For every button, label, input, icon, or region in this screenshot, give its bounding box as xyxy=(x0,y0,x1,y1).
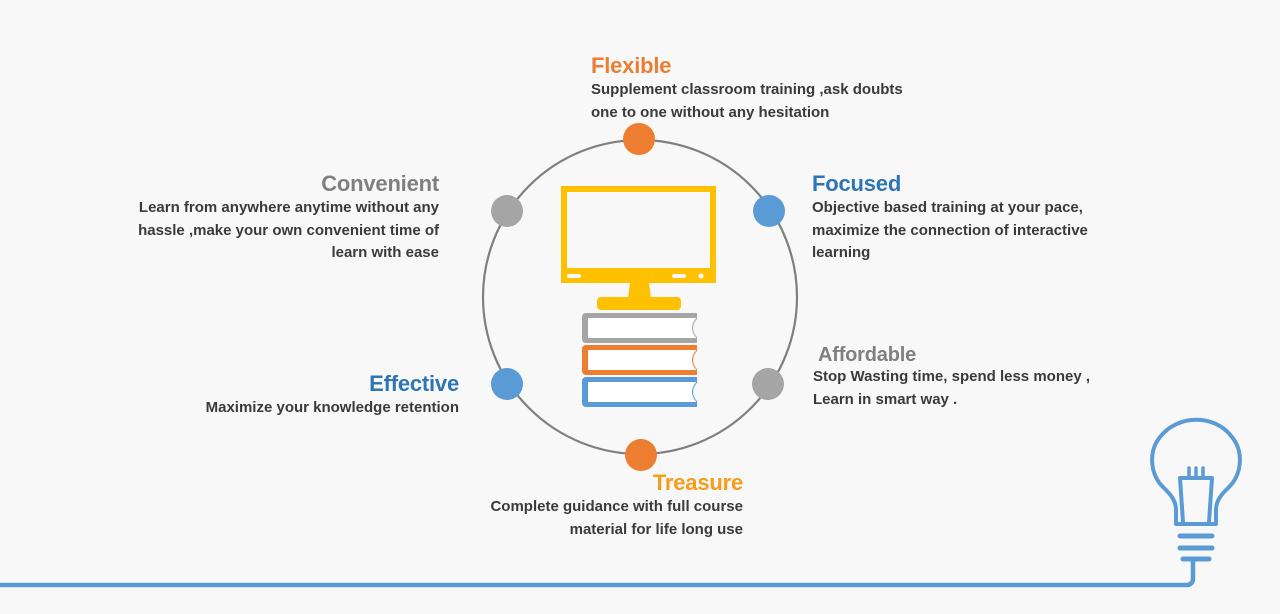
description-line: Stop Wasting time, spend less money , xyxy=(813,368,1090,385)
description-line: Supplement classroom training ,ask doubt… xyxy=(591,81,903,98)
description-line: one to one without any hesitation xyxy=(591,103,830,121)
feature-description: Stop Wasting time, spend less money , Le… xyxy=(813,366,1090,411)
feature-title: Convenient xyxy=(321,171,439,196)
description-line: hassle ,make your own convenient time of xyxy=(138,221,439,239)
wire-line xyxy=(0,560,1196,588)
blue-book-icon xyxy=(582,377,698,407)
node-affordable xyxy=(752,368,784,400)
feature-title: Flexible xyxy=(591,53,672,78)
gray-book-icon xyxy=(582,313,698,343)
feature-description: Maximize your knowledge retention xyxy=(206,397,459,420)
description-line: Complete guidance with full course xyxy=(490,498,743,515)
light-bulb-icon xyxy=(1150,417,1242,562)
node-treasure xyxy=(625,439,657,471)
node-effective xyxy=(491,368,523,400)
feature-effective: Effective Maximize your knowledge retent… xyxy=(206,371,460,420)
feature-convenient: Convenient Learn from anywhere anytime w… xyxy=(138,171,439,265)
node-convenient xyxy=(491,195,523,227)
description-line: learn with ease xyxy=(331,244,439,261)
feature-title: Affordable xyxy=(818,344,917,366)
description-line: Learn from anywhere anytime without any xyxy=(138,199,439,216)
feature-focused: Focused Objective based training at your… xyxy=(812,171,1088,265)
monitor-icon xyxy=(561,186,716,310)
feature-description: Complete guidance with full course mater… xyxy=(490,496,743,541)
description-line: learning xyxy=(812,244,871,261)
feature-title: Treasure xyxy=(652,470,743,495)
feature-affordable: Affordable Stop Wasting time, spend less… xyxy=(813,344,1090,411)
feature-description: Objective based training at your pace, m… xyxy=(812,197,1088,265)
feature-treasure: Treasure Complete guidance with full cou… xyxy=(490,470,743,541)
feature-description: Learn from anywhere anytime without any … xyxy=(138,197,439,265)
feature-description: Supplement classroom training ,ask doubt… xyxy=(591,79,903,124)
orange-book-icon xyxy=(582,345,698,375)
feature-title: Focused xyxy=(812,171,902,196)
description-line: Objective based training at your pace, xyxy=(812,199,1083,216)
description-line: material for life long use xyxy=(569,520,743,538)
feature-title: Effective xyxy=(369,371,459,396)
feature-flexible: Flexible Supplement classroom training ,… xyxy=(591,53,903,124)
description-line: Learn in smart way . xyxy=(813,390,958,408)
node-focused xyxy=(753,195,785,227)
description-line: maximize the connection of interactive xyxy=(812,221,1088,239)
node-flexible xyxy=(623,123,655,155)
description-line: Maximize your knowledge retention xyxy=(205,399,459,416)
